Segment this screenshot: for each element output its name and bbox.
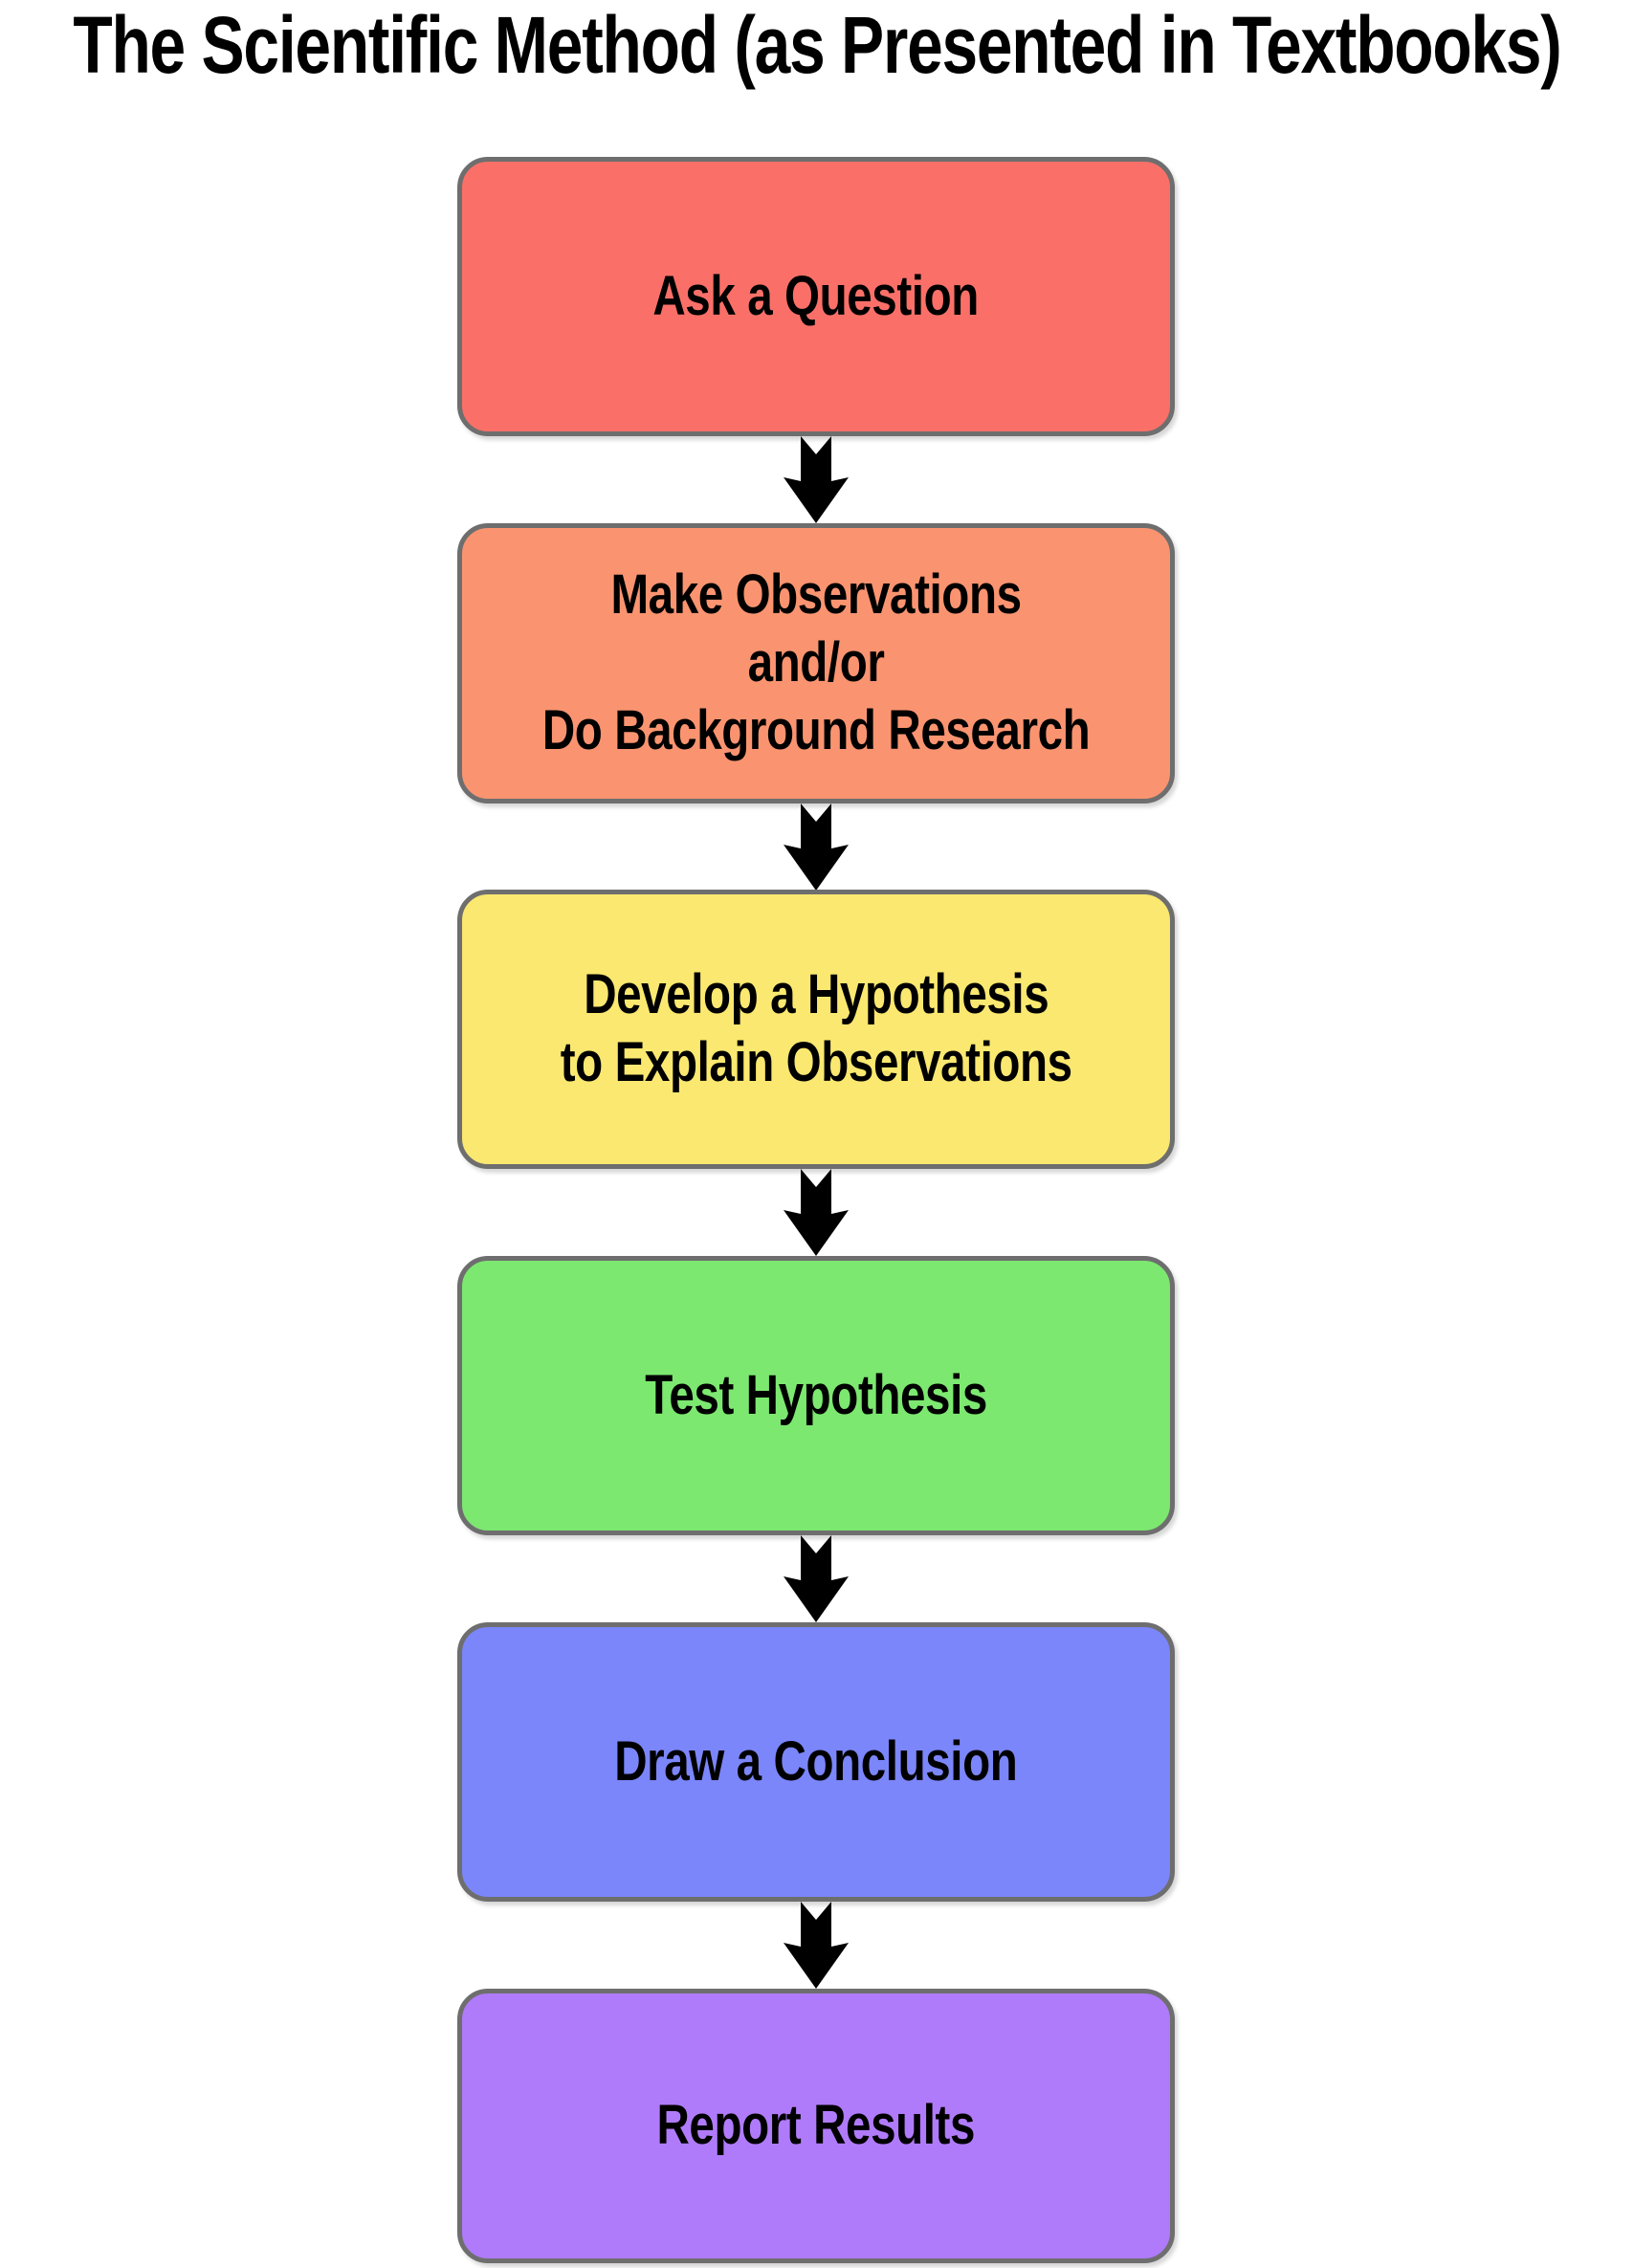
arrow-down-icon [782,1902,850,1989]
flow-node-make-observations[interactable]: Make Observations and/or Do Background R… [457,523,1175,804]
page-title: The Scientific Method (as Presented in T… [0,0,1634,92]
flow-node-report-results[interactable]: Report Results [457,1989,1175,2263]
arrow-down-icon [782,804,850,891]
flow-node-draw-a-conclusion[interactable]: Draw a Conclusion [457,1622,1175,1902]
arrow-down-icon [782,436,850,523]
flow-node-test-hypothesis[interactable]: Test Hypothesis [457,1256,1175,1535]
flow-node-label: Test Hypothesis [645,1363,987,1426]
arrow-down-icon [782,1535,850,1622]
flow-node-label: Draw a Conclusion [614,1729,1018,1793]
flow-node-develop-a-hypothesis[interactable]: Develop a Hypothesis to Explain Observat… [457,890,1175,1169]
flow-node-label: Report Results [656,2094,976,2157]
flow-node-label: Make Observations and/or Do Background R… [541,563,1091,761]
flow-node-ask-a-question[interactable]: Ask a Question [457,157,1175,436]
flowchart: Ask a Question Make Observations and/or … [457,157,1175,2263]
flow-node-label: Develop a Hypothesis to Explain Observat… [560,963,1072,1093]
page-title-text: The Scientific Method (as Presented in T… [73,0,1561,91]
flow-node-label: Ask a Question [652,264,980,327]
arrow-down-icon [782,1169,850,1256]
